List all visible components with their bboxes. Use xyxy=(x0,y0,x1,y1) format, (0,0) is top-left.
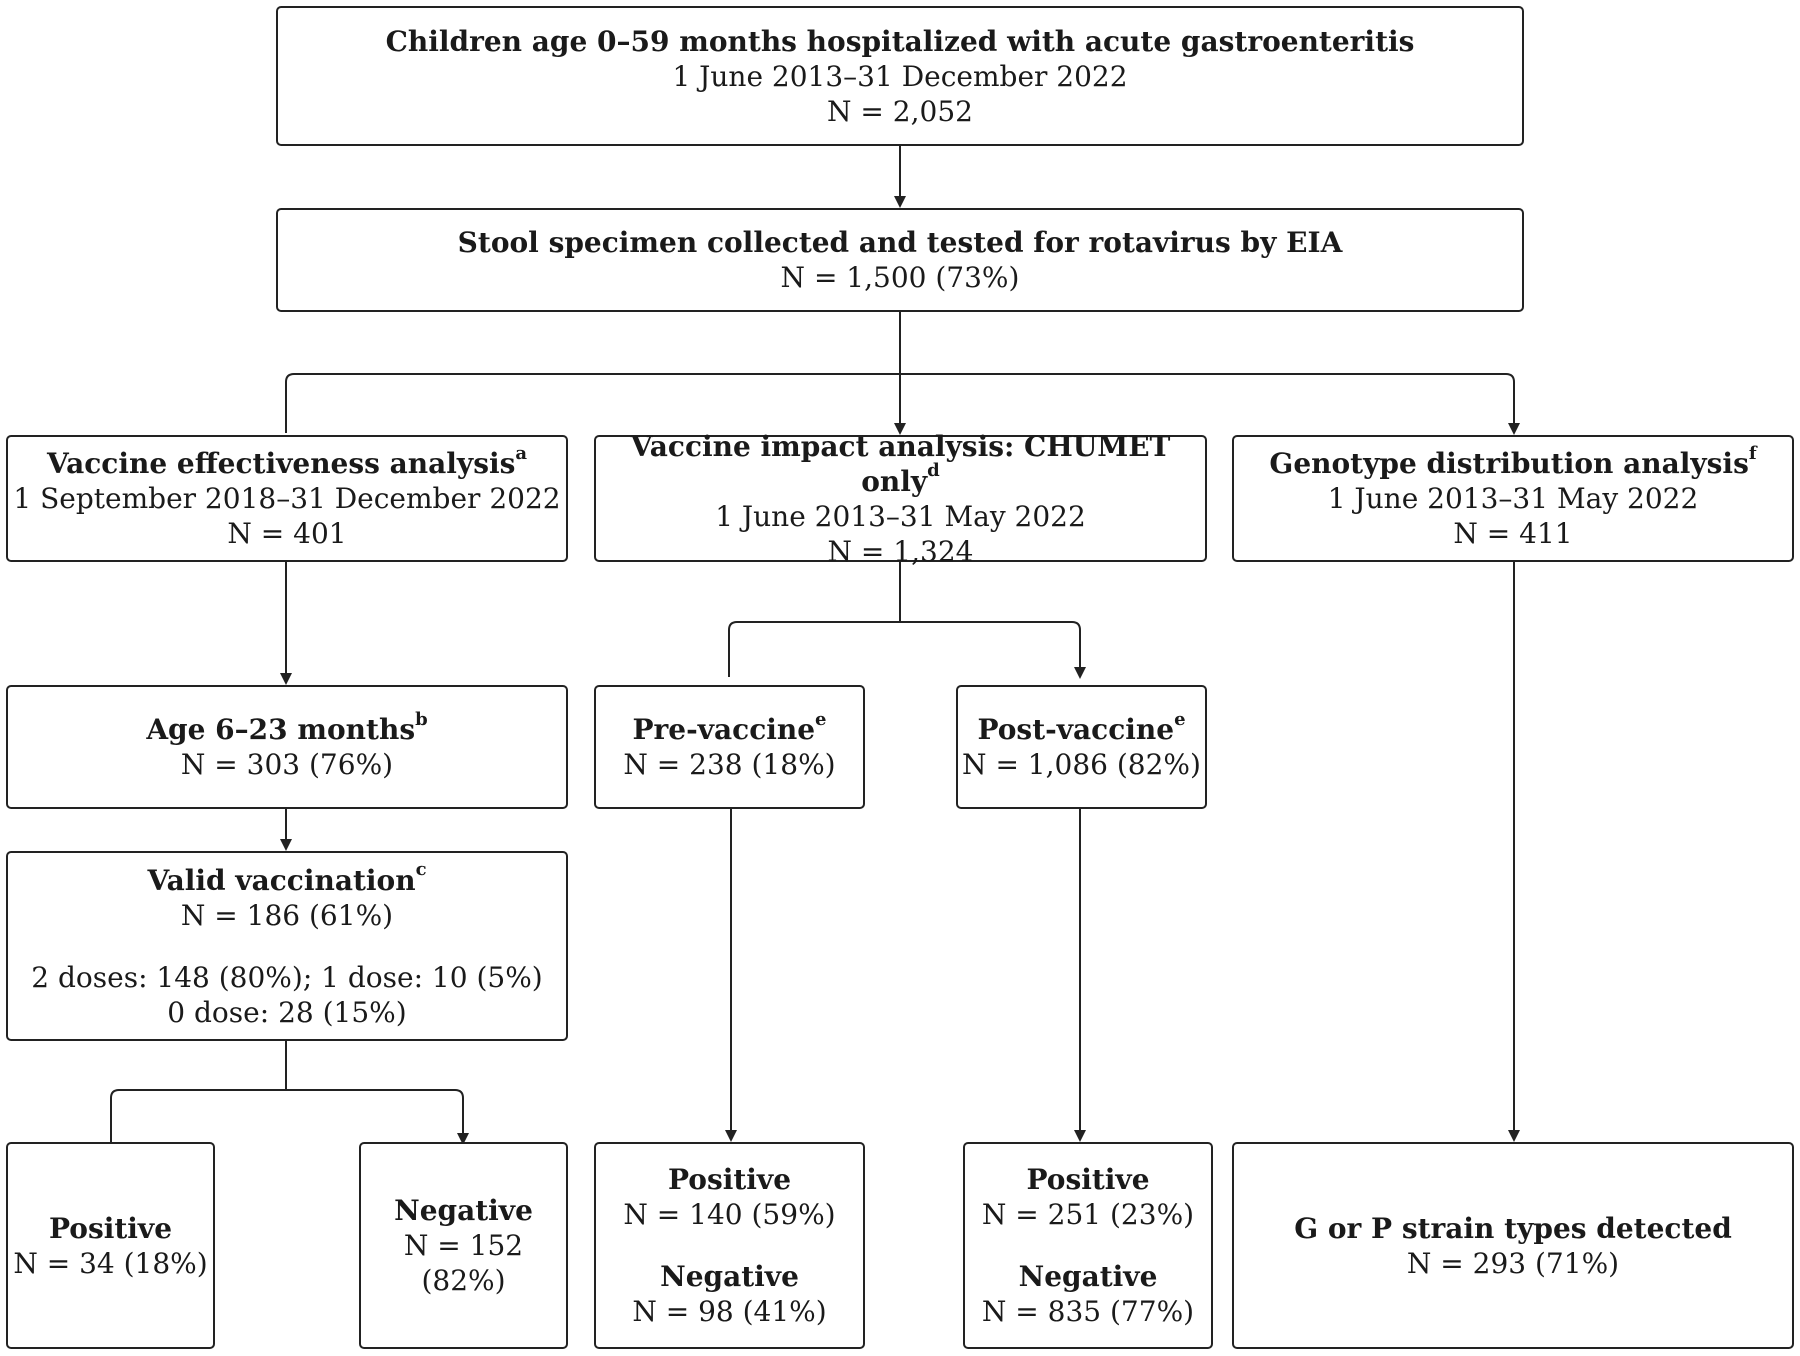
box-title: Children age 0–59 months hospitalized wi… xyxy=(385,24,1415,58)
dose-breakdown-line-2: 0 dose: 28 (15%) xyxy=(167,995,407,1029)
box-dates: 1 June 2013–31 December 2022 xyxy=(672,59,1128,93)
box-dates: 1 June 2013–31 May 2022 xyxy=(715,499,1086,533)
box-strain-types-detected: G or P strain types detected N = 293 (71… xyxy=(1232,1142,1794,1349)
box-count: N = 34 (18%) xyxy=(13,1246,208,1280)
box-title: Stool specimen collected and tested for … xyxy=(457,226,1343,259)
positive-title: Positive xyxy=(1026,1163,1150,1196)
box-count: N = 238 (18%) xyxy=(623,748,836,781)
footnote-marker: e xyxy=(1174,708,1186,730)
box-count: N = 411 xyxy=(1453,517,1573,550)
footnote-marker: a xyxy=(515,442,528,464)
box-hospitalized: Children age 0–59 months hospitalized wi… xyxy=(276,6,1524,146)
box-title: Post-vaccinee xyxy=(977,708,1186,746)
box-count: N = 303 (76%) xyxy=(180,748,394,781)
box-post-vaccine: Post-vaccinee N = 1,086 (82%) xyxy=(956,685,1207,809)
box-title: Age 6–23 monthsb xyxy=(146,708,428,746)
positive-title: Positive xyxy=(667,1163,792,1196)
box-count: N = 186 (61%) xyxy=(180,898,394,932)
box-post-vaccine-results: Positive N = 251 (23%) Negative N = 835 … xyxy=(963,1142,1213,1349)
box-count: N = 1,500 (73%) xyxy=(780,261,1020,294)
box-count: N = 1,086 (82%) xyxy=(962,748,1201,781)
positive-count: N = 251 (23%) xyxy=(981,1198,1195,1231)
box-stool-tested: Stool specimen collected and tested for … xyxy=(276,208,1524,312)
box-ve-negative: Negative N = 152 (82%) xyxy=(359,1142,568,1349)
footnote-marker: e xyxy=(815,708,827,730)
box-count: N = 401 xyxy=(227,517,347,550)
footnote-marker: b xyxy=(415,708,428,730)
negative-count: N = 98 (41%) xyxy=(632,1295,827,1328)
box-vaccine-effectiveness: Vaccine effectiveness analysisa 1 Septem… xyxy=(6,435,568,562)
footnote-marker: d xyxy=(927,460,940,482)
box-count: N = 293 (71%) xyxy=(1406,1246,1620,1280)
box-title: Positive xyxy=(48,1211,173,1245)
footnote-marker: c xyxy=(415,859,427,881)
box-pre-vaccine: Pre-vaccinee N = 238 (18%) xyxy=(594,685,865,809)
box-age-6-23: Age 6–23 monthsb N = 303 (76%) xyxy=(6,685,568,809)
box-title: Vaccine effectiveness analysisa xyxy=(46,442,528,480)
footnote-marker: f xyxy=(1748,442,1757,464)
box-count: N = 1,324 xyxy=(827,534,974,568)
box-ve-positive: Positive N = 34 (18%) xyxy=(6,1142,215,1349)
negative-title: Negative xyxy=(660,1260,799,1293)
positive-count: N = 140 (59%) xyxy=(623,1198,836,1231)
box-dates: 1 September 2018–31 December 2022 xyxy=(13,482,561,515)
box-count: N = 152 (82%) xyxy=(403,1229,524,1297)
box-title: Vaccine impact analysis: CHUMET onlyd xyxy=(630,429,1171,498)
negative-count: N = 835 (77%) xyxy=(981,1295,1195,1328)
box-title: G or P strain types detected xyxy=(1294,1211,1732,1245)
box-dates: 1 June 2013–31 May 2022 xyxy=(1327,482,1699,515)
box-title: Pre-vaccinee xyxy=(632,708,827,746)
negative-title: Negative xyxy=(1018,1260,1158,1293)
box-title: Negative xyxy=(394,1194,533,1227)
box-genotype-distribution: Genotype distribution analysisf 1 June 2… xyxy=(1232,435,1794,562)
box-title: Valid vaccinationc xyxy=(147,859,427,897)
dose-breakdown-line-1: 2 doses: 148 (80%); 1 dose: 10 (5%) xyxy=(31,960,543,994)
box-pre-vaccine-results: Positive N = 140 (59%) Negative N = 98 (… xyxy=(594,1142,865,1349)
box-title: Genotype distribution analysisf xyxy=(1269,442,1757,480)
box-valid-vaccination: Valid vaccinationc N = 186 (61%) 2 doses… xyxy=(6,851,568,1041)
box-count: N = 2,052 xyxy=(827,94,973,128)
box-vaccine-impact: Vaccine impact analysis: CHUMET onlyd 1 … xyxy=(594,430,1207,568)
